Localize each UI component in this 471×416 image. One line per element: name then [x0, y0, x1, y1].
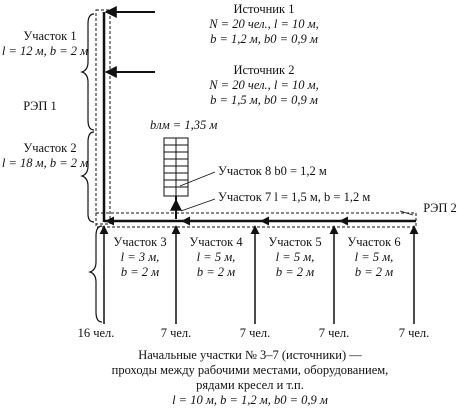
source1-label: Источник 1 N = 20 чел., l = 10 м, b = 1,… — [208, 2, 319, 46]
svg-text:16 чел.: 16 чел. — [78, 326, 115, 340]
u8-pointer — [179, 171, 216, 187]
svg-text:l = 3 м,: l = 3 м, — [121, 250, 160, 264]
section8-label: Участок 8 b0 = 1,2 м — [218, 164, 327, 178]
aisles — [99, 225, 419, 324]
svg-text:7 чел.: 7 чел. — [399, 326, 430, 340]
stairwell — [163, 137, 189, 197]
svg-text:Источник 2: Источник 2 — [234, 63, 295, 77]
svg-text:b = 2 м: b = 2 м — [121, 265, 159, 279]
u7-pointer — [180, 198, 216, 212]
svg-text:7 чел.: 7 чел. — [240, 326, 271, 340]
svg-text:Участок 3: Участок 3 — [113, 235, 166, 249]
svg-text:Участок 1: Участок 1 — [23, 29, 76, 43]
svg-text:проходы между рабочими местами: проходы между рабочими местами, оборудов… — [112, 363, 389, 377]
svg-text:l = 18 м, b = 2 м: l = 18 м, b = 2 м — [2, 156, 88, 170]
source2-label: Источник 2 N = 20 чел., l = 10 м, b = 1,… — [208, 63, 319, 107]
rep1-boundary — [95, 9, 111, 225]
svg-text:N = 20 чел., l = 10 м,: N = 20 чел., l = 10 м, — [208, 17, 319, 31]
svg-text:Участок 2: Участок 2 — [23, 141, 76, 155]
svg-text:b = 1,5 м, b0 = 0,9 м: b = 1,5 м, b0 = 0,9 м — [210, 93, 318, 107]
svg-text:рядами кресел и т.п.: рядами кресел и т.п. — [196, 378, 304, 392]
brace-u3 — [88, 225, 103, 323]
rep1-label: РЭП 1 — [23, 99, 57, 113]
brace-u1 — [80, 13, 95, 131]
svg-text:l = 12 м, b = 2 м: l = 12 м, b = 2 м — [2, 44, 88, 58]
svg-text:l = 5 м,: l = 5 м, — [276, 250, 315, 264]
rep2-pointer — [399, 210, 414, 216]
rep2-label: РЭП 2 — [423, 201, 457, 215]
section7-label: Участок 7 l = 1,5 м, b = 1,2 м — [218, 190, 370, 204]
svg-text:Участок 4: Участок 4 — [189, 235, 243, 249]
section6-label: Участок 6 l = 5 м, b = 2 м — [347, 235, 400, 279]
section1-label: Участок 1 l = 12 м, b = 2 м — [2, 29, 88, 58]
svg-text:b = 2 м: b = 2 м — [355, 265, 393, 279]
caption: Начальные участки № 3–7 (источники) — пр… — [112, 348, 389, 407]
svg-text:b = 1,2 м, b0 = 0,9 м: b = 1,2 м, b0 = 0,9 м — [210, 32, 318, 46]
svg-text:7 чел.: 7 чел. — [319, 326, 350, 340]
section2-label: Участок 2 l = 18 м, b = 2 м — [2, 141, 88, 170]
svg-text:Начальные участки № 3–7 (источ: Начальные участки № 3–7 (источники) — — [138, 348, 362, 362]
brace-u2 — [80, 131, 95, 223]
svg-text:N = 20 чел., l = 10 м,: N = 20 чел., l = 10 м, — [208, 78, 319, 92]
svg-text:Источник 1: Источник 1 — [234, 2, 295, 16]
svg-text:l = 5 м,: l = 5 м, — [355, 250, 394, 264]
svg-text:l = 10 м, b = 1,2 м, b0 = 0,9: l = 10 м, b = 1,2 м, b0 = 0,9 м — [172, 393, 328, 407]
section3-label: Участок 3 l = 3 м, b = 2 м — [113, 235, 166, 279]
stair-width-label: bлм = 1,35 м — [150, 118, 217, 132]
svg-text:l = 5 м,: l = 5 м, — [197, 250, 236, 264]
section5-label: Участок 5 l = 5 м, b = 2 м — [268, 235, 321, 279]
svg-text:b = 2 м: b = 2 м — [197, 265, 235, 279]
people-counts: 16 чел. 7 чел. 7 чел. 7 чел. 7 чел. — [78, 326, 430, 340]
svg-text:Участок 5: Участок 5 — [268, 235, 321, 249]
section4-label: Участок 4 l = 5 м, b = 2 м — [189, 235, 243, 279]
svg-text:b = 2 м: b = 2 м — [276, 265, 314, 279]
svg-text:7 чел.: 7 чел. — [161, 326, 192, 340]
svg-text:Участок 6: Участок 6 — [347, 235, 400, 249]
